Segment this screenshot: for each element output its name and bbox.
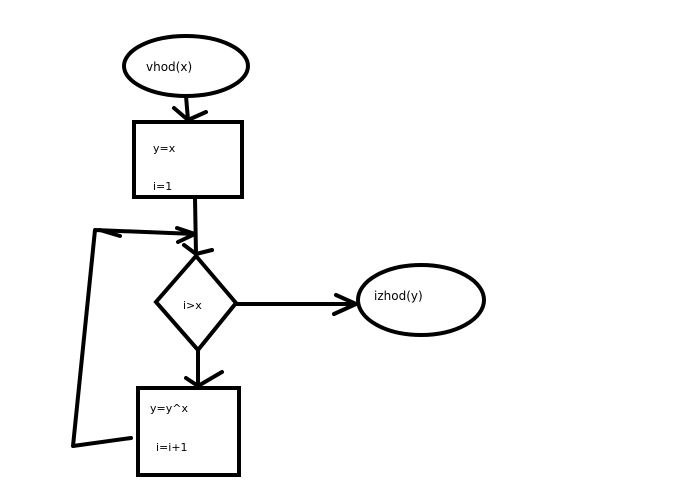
loop-line-1: y=y^x — [150, 402, 188, 415]
start-node-label: vhod(x) — [146, 60, 192, 74]
end-node-label: izhod(y) — [374, 289, 423, 303]
loop-line-2: i=i+1 — [156, 441, 188, 454]
decision-label: i>x — [183, 299, 202, 312]
init-process-node: y=x i=1 — [132, 120, 244, 199]
init-line-1: y=x — [153, 142, 176, 155]
connector-loop-back — [71, 226, 197, 448]
init-line-2: i=1 — [153, 180, 172, 193]
connector-init-to-decision — [182, 196, 214, 256]
connector-decision-to-loop — [184, 348, 224, 388]
start-node: vhod(x) — [122, 34, 250, 98]
decision-node: i>x — [153, 252, 239, 354]
end-node: izhod(y) — [356, 263, 486, 337]
loop-process-node: y=y^x i=i+1 — [136, 386, 241, 477]
connector-decision-to-end — [234, 293, 358, 316]
connector-start-to-init — [172, 94, 208, 122]
